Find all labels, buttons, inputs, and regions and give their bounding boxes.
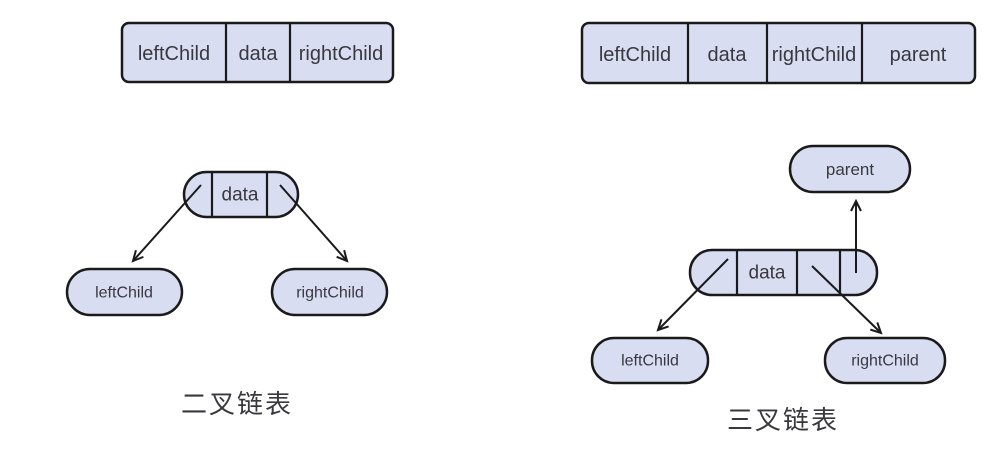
ternary-record-cell-rightchild: rightChild <box>772 44 856 66</box>
ternary-record-cell-leftchild: leftChild <box>599 44 671 66</box>
binary-record-outline <box>120 21 395 84</box>
binary-left-pointer-arrow <box>131 184 202 263</box>
binary-rightchild-label: rightChild <box>296 285 364 302</box>
binary-leftchild-outline <box>65 267 184 317</box>
binary-leftchild-label: leftChild <box>95 285 153 302</box>
ternary-right-pointer-arrow <box>811 265 883 335</box>
binary-record-box: leftChild data rightChild <box>120 21 395 84</box>
binary-right-pointer-arrow <box>279 184 349 263</box>
ternary-list-caption: 三叉链表 <box>727 405 839 435</box>
binary-list-diagram: leftChild data rightChild data leftChild <box>65 21 395 419</box>
binary-list-caption: 二叉链表 <box>181 389 293 419</box>
ternary-record-cell-parent: parent <box>890 44 947 66</box>
binary-leftchild-pill: leftChild <box>65 267 184 317</box>
ternary-left-pointer-arrow <box>656 258 729 332</box>
ternary-leftchild-pill: leftChild <box>590 336 710 385</box>
ternary-node-pill: data <box>688 248 879 297</box>
ternary-list-diagram: leftChild data rightChild parent parent … <box>580 21 977 435</box>
binary-node-data-label: data <box>222 185 259 206</box>
binary-node-pill: data <box>182 170 300 219</box>
ternary-parent-pill: parent <box>788 144 912 194</box>
binary-rightchild-pill: rightChild <box>270 267 389 317</box>
ternary-leftchild-label: leftChild <box>621 353 679 370</box>
ternary-parent-outline <box>788 144 912 194</box>
ternary-rightchild-outline <box>823 336 947 385</box>
ternary-record-box: leftChild data rightChild parent <box>580 21 977 85</box>
binary-record-cell-leftchild: leftChild <box>138 43 210 65</box>
binary-rightchild-outline <box>270 267 389 317</box>
ternary-record-outline <box>580 21 977 85</box>
ternary-node-data-label: data <box>749 263 786 284</box>
binary-record-cell-data: data <box>239 43 279 65</box>
ternary-rightchild-pill: rightChild <box>823 336 947 385</box>
ternary-rightchild-label: rightChild <box>851 353 919 370</box>
binary-record-cell-rightchild: rightChild <box>299 43 383 65</box>
ternary-parent-label: parent <box>826 160 874 179</box>
ternary-leftchild-outline <box>590 336 710 385</box>
ternary-record-cell-data: data <box>708 44 748 66</box>
